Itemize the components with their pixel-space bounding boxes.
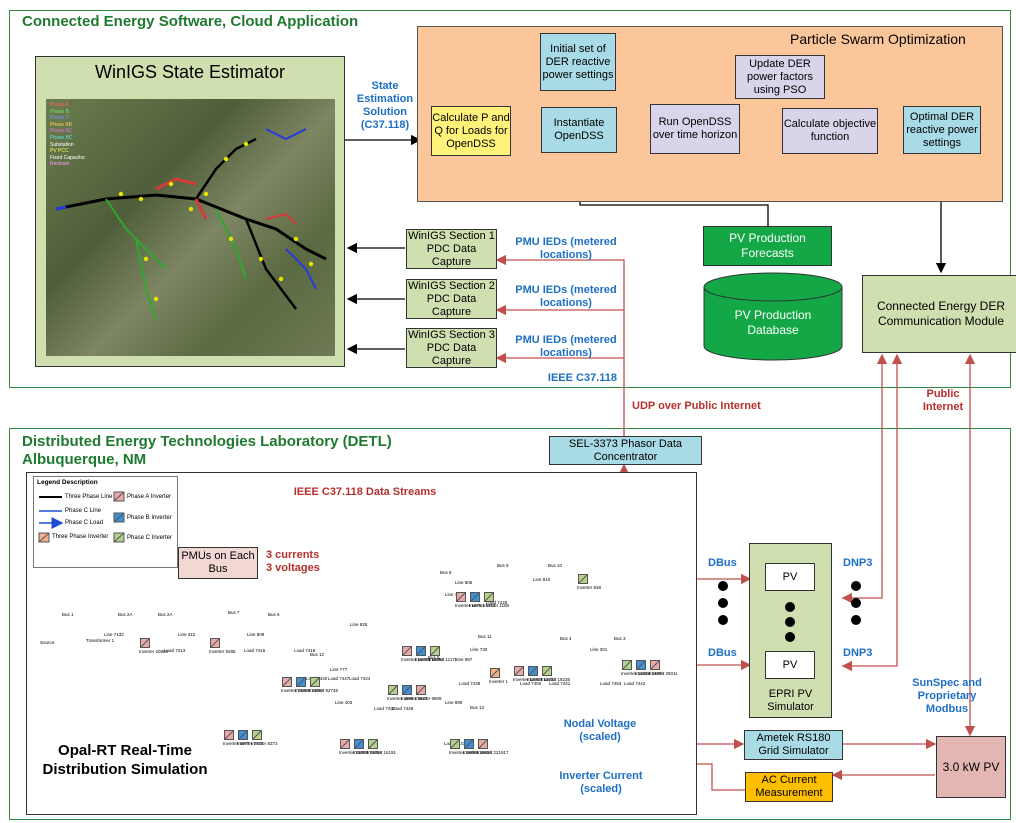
ieee-c37-label: IEEE C37.118 [547,372,617,384]
dbus-label-2: DBus [708,647,737,659]
legend-phase-c-load: Phase C Load [65,520,104,526]
pdc-section-3-box[interactable]: WinIGS Section 3 PDC Data Capture [406,328,497,368]
map-legend: Phase A Phase B Phase C Phase AB Phase A… [50,102,85,168]
pmus-box[interactable]: PMUs on Each Bus [178,547,258,579]
pmu-ieds-label-2: PMU IEDs (metered locations) [515,284,617,309]
calc-pq-box[interactable]: Calculate P and Q for Loads for OpenDSS [431,106,511,156]
legend-three-phase-inverter: Three Phase Inverter [52,534,109,540]
initial-set-box[interactable]: Initial set of DER reactive power settin… [540,33,616,91]
legend-recloser: Recloser [50,161,70,168]
pv-database-label: PV Production Database [734,308,812,337]
epri-label: EPRI PV Simulator [767,688,814,713]
legend-phase-c-line: Phase C Line [65,508,102,514]
public-internet-link-2 [841,353,903,672]
legend-title: Legend Description [37,479,98,486]
legend-symbols [38,491,125,543]
ac-measurement-box[interactable]: AC Current Measurement [745,772,833,802]
legend-phase-bc: Phase BC [50,134,73,141]
der-comm-box[interactable]: Connected Energy DER Communication Modul… [862,275,1016,353]
pv-3kw-box[interactable]: 3.0 kW PV [936,736,1006,798]
pv-box-1[interactable]: PV [765,563,815,591]
right-dot-3 [851,615,861,625]
legend-phase-b: Phase B [50,108,69,115]
pv-forecasts-box[interactable]: PV Production Forecasts [703,226,832,266]
dnp3-label-1: DNP3 [843,557,873,569]
ieee-streams-label: IEEE C37.118 Data Streams [293,486,437,498]
pmu-ieds-link-1 [495,254,625,436]
run-opendss-box[interactable]: Run OpenDSS over time horizon [650,104,740,154]
legend-phase-ab: Phase AB [50,121,72,128]
left-dot-3 [718,615,728,625]
pdc-section-1-box[interactable]: WinIGS Section 1 PDC Data Capture [406,229,497,269]
voltages-label: 3 voltages [266,562,320,574]
legend-phase-a-inverter: Phase A Inverter [127,494,172,500]
nodal-voltage-label: Nodal Voltage (scaled) [563,718,637,743]
detl-section-title: Distributed Energy Technologies Laborato… [22,433,392,450]
pv-box-2[interactable]: PV [765,651,815,679]
legend-fixed-capacitor: Fixed Capacitor [50,154,86,161]
sel-3373-box[interactable]: SEL-3373 Phasor Data Concentrator [549,436,702,465]
epri-dot-1 [785,602,795,612]
pdc-section-2-box[interactable]: WinIGS Section 2 PDC Data Capture [406,279,497,319]
udp-label: UDP over Public Internet [632,400,761,412]
detl-section-subtitle: Albuquerque, NM [22,451,147,468]
cloud-section [9,10,1011,388]
right-dot-2 [851,598,861,608]
legend-pv-pcc: PV PCC [50,148,69,155]
state-estimation-label: State Estimation Solution (C37.118) [356,80,414,131]
detl-section [9,428,1011,820]
cloud-section-title: Connected Energy Software, Cloud Applica… [22,13,359,30]
right-dot-1 [851,581,861,591]
sunspec-label: SunSpec and Proprietary Modbus [912,677,982,715]
legend-three-phase-line: Three Phase Line [65,494,113,500]
opal-rt-label: Opal-RT Real-Time Distribution Simulatio… [42,742,208,778]
currents-label: 3 currents [266,549,320,561]
legend-phase-b-inverter: Phase B Inverter [127,515,172,521]
legend-substation: Substation [50,141,74,148]
pso-title: Particle Swarm Optimization [790,31,966,47]
feeder-map-lines [55,128,327,320]
dbus-label-1: DBus [708,557,737,569]
left-dot-2 [718,598,728,608]
left-dot-1 [718,581,728,591]
ametek-box[interactable]: Ametek RS180 Grid Simulator [744,730,843,760]
feeder-map[interactable]: Phase A Phase B Phase C Phase AB Phase A… [46,99,335,356]
epri-dot-3 [785,632,795,642]
inverter-current-label: Inverter Current (scaled) [559,770,643,795]
legend-phase-ac: Phase AC [50,128,73,135]
epri-dot-2 [785,617,795,627]
calc-objective-box[interactable]: Calculate objective function [782,108,878,154]
legend-phase-c-inverter: Phase C Inverter [127,535,173,541]
optimal-der-box[interactable]: Optimal DER reactive power settings [903,106,981,154]
legend-phase-c: Phase C [50,115,70,122]
pmu-ieds-label-1: PMU IEDs (metered locations) [515,236,617,261]
feeder-legend: Legend Description Three Phase Line Phas… [33,476,178,568]
public-internet-label: Public Internet [922,388,964,413]
winigs-title: WinIGS State Estimator [94,62,286,82]
pv-database-cylinder[interactable] [703,272,843,362]
legend-phase-a: Phase A [50,102,69,108]
dnp3-label-2: DNP3 [843,647,873,659]
update-der-box[interactable]: Update DER power factors using PSO [735,55,825,99]
pmu-ieds-label-3: PMU IEDs (metered locations) [515,334,617,359]
instantiate-box[interactable]: Instantiate OpenDSS [541,107,617,153]
